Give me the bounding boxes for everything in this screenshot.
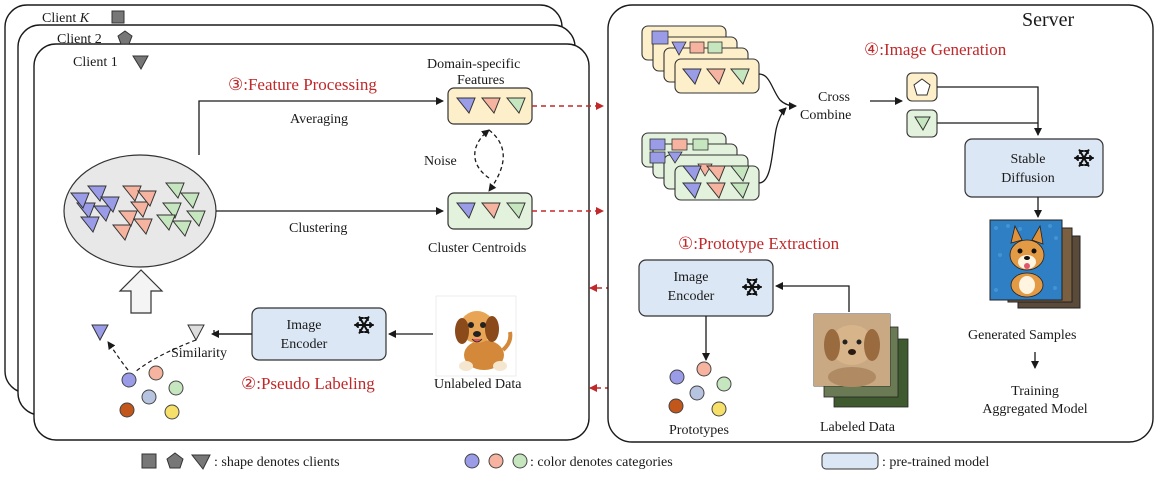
step4-title: ④:Image Generation (864, 40, 1007, 59)
svg-text:Stable: Stable (1011, 152, 1046, 167)
noise-arrow-down (488, 129, 504, 192)
svg-text:Image: Image (674, 270, 709, 285)
server-image-encoder: Image Encoder (638, 259, 774, 317)
client-prototypes (119, 365, 184, 420)
pentagon-output-box (906, 72, 938, 102)
corgi-generated-image (989, 219, 1081, 309)
prototypes-label: Prototypes (669, 423, 729, 438)
noise-label: Noise (424, 154, 457, 169)
labeled-data-label: Labeled Data (820, 420, 896, 435)
unlabeled-feature-triangle (187, 324, 205, 342)
similarity-arrow (134, 339, 197, 373)
cluster-centroids-box (447, 192, 533, 230)
domain-specific-features-box (447, 87, 533, 125)
green-to-cross-arrow (758, 107, 787, 184)
server-prototypes (668, 361, 732, 417)
cross-label: Cross (818, 90, 850, 105)
averaging-label: Averaging (290, 112, 348, 127)
training-label-1: Training (1011, 384, 1059, 399)
yellow-to-cross-arrow (758, 73, 797, 110)
legend-color: : color denotes categories (530, 455, 673, 470)
server-panel (607, 4, 1154, 443)
clustering-label: Clustering (289, 221, 347, 236)
stable-diffusion-box: Stable Diffusion (964, 138, 1104, 198)
unlabeled-data-label: Unlabeled Data (434, 377, 522, 392)
cluster-centroids-label: Cluster Centroids (428, 241, 526, 256)
feature-cluster-ellipse (63, 154, 217, 268)
step2-title: ②:Pseudo Labeling (241, 374, 375, 393)
prompt-to-diffusion-arrow (937, 86, 1042, 136)
green-centroid-stack (641, 132, 760, 201)
svg-text:Diffusion: Diffusion (1001, 171, 1054, 186)
server-title: Server (1022, 9, 1075, 31)
model-legend-swatch (821, 452, 879, 470)
averaging-arrow (198, 97, 444, 155)
legend-shape: : shape denotes clients (214, 455, 340, 470)
combine-label: Combine (800, 108, 851, 123)
pseudo-label-triangle (91, 324, 109, 342)
pentagon-icon (117, 30, 133, 45)
step1-title: ①:Prototype Extraction (678, 234, 840, 253)
svg-text:Image: Image (287, 318, 322, 333)
step3-title: ③:Feature Processing (228, 75, 377, 94)
assign-label-arrow (107, 341, 129, 371)
puppy-photo-image (813, 313, 909, 408)
pentagon-icon (166, 452, 184, 469)
yellow-feature-stack (641, 25, 760, 94)
svg-text:Encoder: Encoder (668, 289, 715, 304)
client-image-encoder: Image Encoder (251, 307, 387, 361)
legend-model: : pre-trained model (882, 455, 989, 470)
domain-specific-label-1: Domain-specific (427, 57, 520, 72)
domain-specific-label-2: Features (457, 73, 504, 88)
generated-samples-label: Generated Samples (968, 328, 1076, 343)
legend: : shape denotes clients : color denotes … (141, 452, 989, 470)
labeled-to-encoder-arrow (775, 282, 850, 312)
triangle-icon (132, 55, 149, 71)
training-label-2: Aggregated Model (982, 402, 1087, 417)
svg-text:Encoder: Encoder (281, 337, 328, 352)
up-arrow (118, 269, 164, 314)
client-1-label: Client 1 (73, 55, 118, 70)
puppy-cartoon-image (435, 295, 517, 377)
client-k-label: Client K (42, 11, 90, 26)
client-2-label: Client 2 (57, 32, 102, 47)
square-icon (111, 10, 125, 24)
similarity-label: Similarity (171, 346, 227, 361)
triangle-output-box (906, 109, 938, 138)
triangle-icon (190, 454, 211, 470)
noise-arrow (474, 129, 490, 179)
square-icon (141, 453, 157, 469)
